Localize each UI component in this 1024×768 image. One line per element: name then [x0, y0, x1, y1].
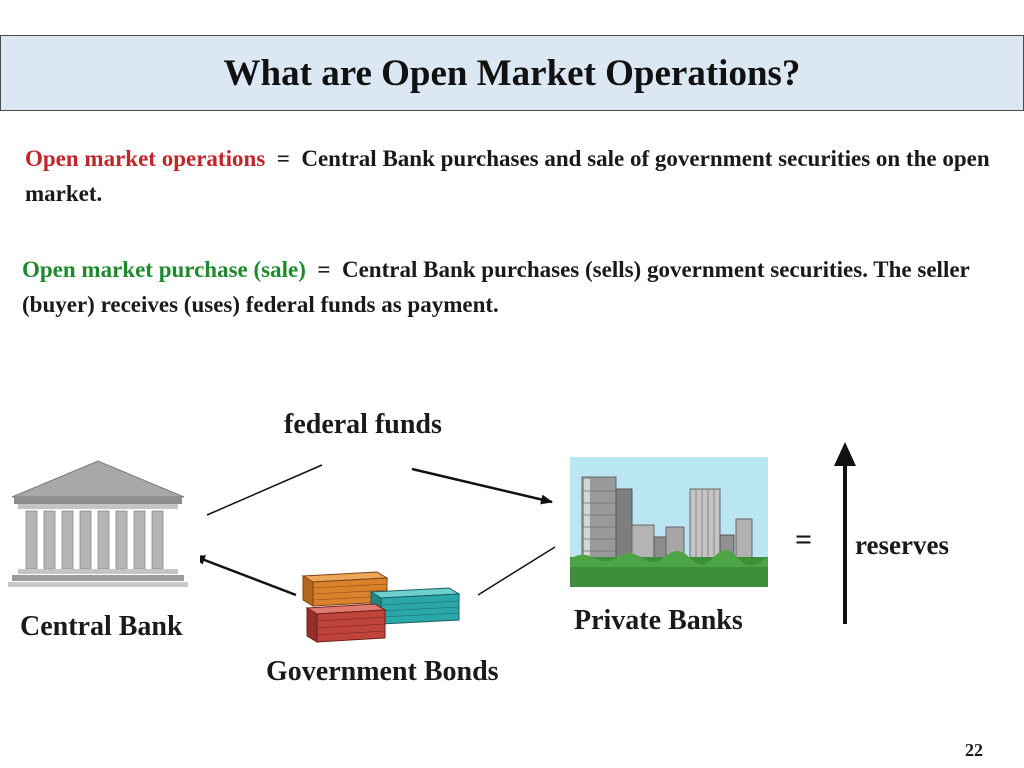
flow-arrow-to-central-bank: [200, 555, 297, 597]
flow-arrows: [200, 464, 556, 597]
bank-building-icon: [8, 460, 188, 587]
definition-text: Central Bank purchases (sells) governmen…: [22, 257, 970, 317]
definition-text: Central Bank purchases and sale of gover…: [25, 146, 990, 206]
central-bank-label: Central Bank: [20, 611, 183, 642]
definition-term: Open market purchase (sale): [22, 257, 306, 282]
banknote-stacks-icon: [301, 571, 461, 643]
reserves-label: reserves: [855, 530, 949, 560]
government-bonds-label: Government Bonds: [266, 656, 499, 687]
definition-equals: =: [317, 257, 331, 282]
flow-line-bottom-right: [477, 546, 556, 596]
definition-open-market-operations: Open market operations = Central Bank pu…: [25, 141, 1005, 211]
definition-open-market-purchase: Open market purchase (sale) = Central Ba…: [22, 252, 1012, 322]
slide-title: What are Open Market Operations?: [223, 52, 801, 94]
bond-stack-red: [305, 603, 387, 643]
federal-funds-label: federal funds: [284, 409, 442, 440]
flow-arrow-to-private-banks: [411, 467, 553, 505]
definition-term: Open market operations: [25, 146, 266, 171]
city-skyline-icon: [570, 457, 768, 587]
arrow-up-icon: [834, 442, 856, 624]
private-banks-label: Private Banks: [574, 605, 743, 636]
equals-sign: =: [795, 523, 813, 556]
page-number: 22: [965, 740, 983, 760]
title-bar: What are Open Market Operations?: [0, 35, 1024, 111]
definition-equals: =: [276, 146, 290, 171]
flow-line-top-left: [206, 464, 323, 516]
